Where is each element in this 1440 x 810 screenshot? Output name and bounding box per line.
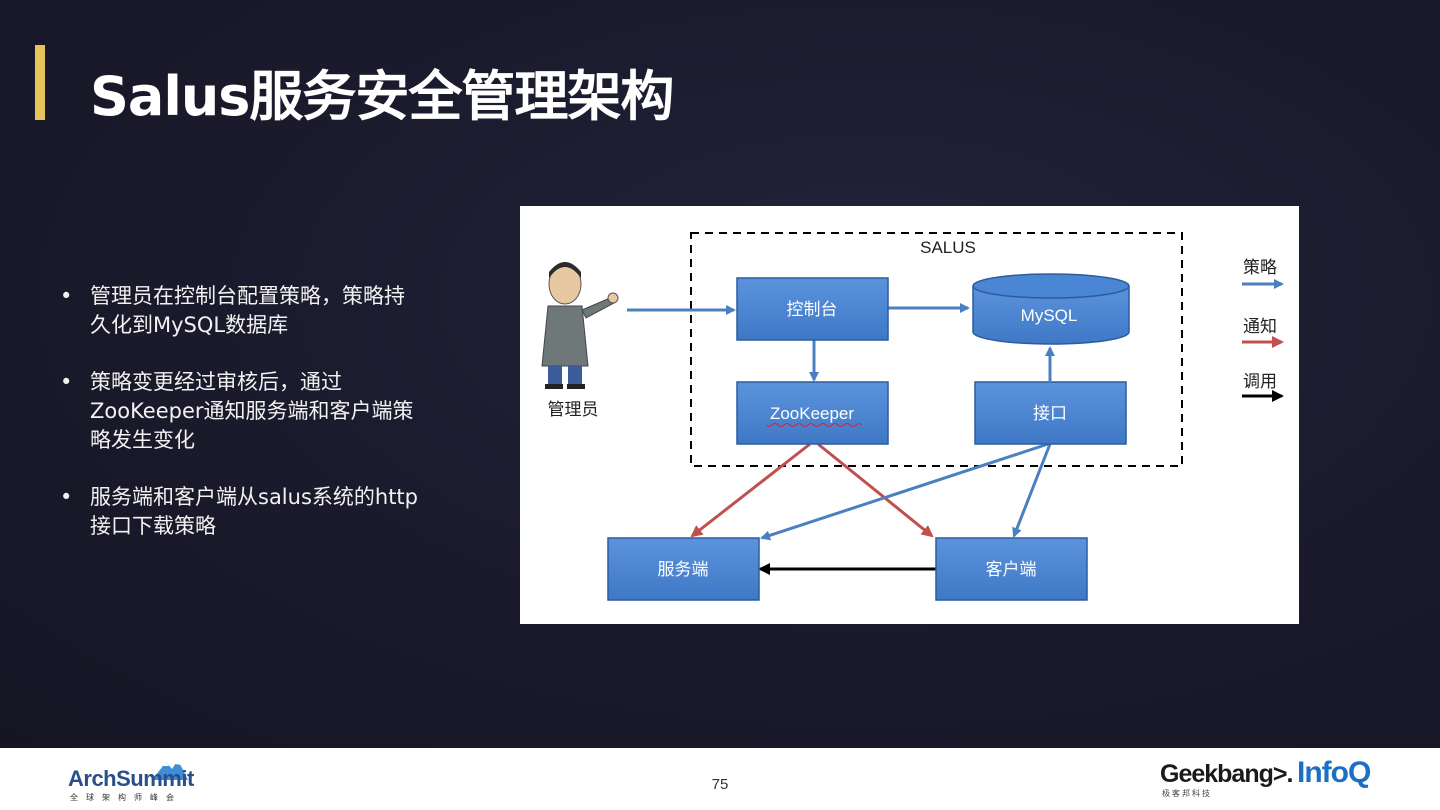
slide-title: Salus服务安全管理架构 — [90, 65, 674, 128]
archsummit-logo-subtext: 全球架构师峰会 — [70, 793, 182, 802]
node-client-label: 客户端 — [986, 560, 1037, 580]
legend-notify-label: 通知 — [1243, 317, 1277, 337]
slide-background: Salus服务安全管理架构 • 管理员在控制台配置策略，策略持久化到MySQL数据… — [0, 0, 1440, 748]
node-zookeeper: ZooKeeper — [736, 381, 889, 445]
legend-call-label: 调用 — [1243, 372, 1277, 392]
geekbang-logo: Geekbang>. 极客邦科技 — [1160, 760, 1293, 800]
arrow-zookeeper-to-server — [690, 442, 811, 538]
geekbang-logo-text: Geekbang>. — [1160, 760, 1293, 788]
arrow-zookeeper-to-client — [817, 442, 934, 538]
node-console: 控制台 — [736, 277, 889, 341]
geekbang-logo-subtext: 极客邦科技 — [1162, 789, 1212, 798]
bullet-item: • 策略变更经过审核后，通过ZooKeeper通知服务端和客户端策略发生变化 — [60, 368, 420, 455]
architecture-diagram: SALUS 管理员 — [520, 206, 1299, 624]
bullet-text: 策略变更经过审核后，通过ZooKeeper通知服务端和客户端策略发生变化 — [90, 370, 414, 452]
infoq-logo: InfoQ — [1297, 756, 1371, 789]
node-server: 服务端 — [607, 537, 760, 601]
legend-policy-label: 策略 — [1243, 258, 1277, 278]
bullet-dot-icon: • — [60, 485, 73, 509]
archsummit-logo-text: ArchSummit — [68, 766, 194, 791]
node-mysql: MySQL — [972, 273, 1130, 345]
footer: ArchSummit 全球架构师峰会 75 Geekbang>. 极客邦科技 I… — [0, 748, 1440, 810]
bullet-text: 服务端和客户端从salus系统的http接口下载策略 — [90, 485, 419, 538]
node-client: 客户端 — [935, 537, 1088, 601]
legend: 策略 通知 调用 — [1242, 258, 1284, 402]
node-zookeeper-label: ZooKeeper — [770, 404, 854, 423]
archsummit-logo: ArchSummit 全球架构师峰会 — [68, 758, 198, 806]
node-mysql-label: MySQL — [1021, 306, 1078, 325]
bullet-list: • 管理员在控制台配置策略，策略持久化到MySQL数据库 • 策略变更经过审核后，通… — [60, 282, 420, 569]
bullet-dot-icon: • — [60, 370, 73, 394]
bullet-item: • 管理员在控制台配置策略，策略持久化到MySQL数据库 — [60, 282, 420, 340]
node-api: 接口 — [974, 381, 1127, 445]
actor-label: 管理员 — [548, 400, 599, 420]
arrow-api-to-server — [760, 442, 1049, 541]
bullet-text: 管理员在控制台配置策略，策略持久化到MySQL数据库 — [90, 284, 405, 337]
node-server-label: 服务端 — [658, 560, 709, 580]
node-api-label: 接口 — [1033, 404, 1067, 424]
arrow-api-to-client — [1012, 443, 1052, 538]
bullet-dot-icon: • — [60, 284, 73, 308]
mountain-icon — [152, 760, 188, 780]
page-number: 75 — [711, 776, 729, 793]
node-console-label: 控制台 — [787, 300, 838, 320]
bullet-item: • 服务端和客户端从salus系统的http接口下载策略 — [60, 483, 420, 541]
salus-boundary-label: SALUS — [920, 238, 976, 257]
admin-person-icon — [541, 262, 619, 389]
salus-boundary — [690, 232, 1183, 467]
title-accent-bar — [35, 45, 45, 120]
